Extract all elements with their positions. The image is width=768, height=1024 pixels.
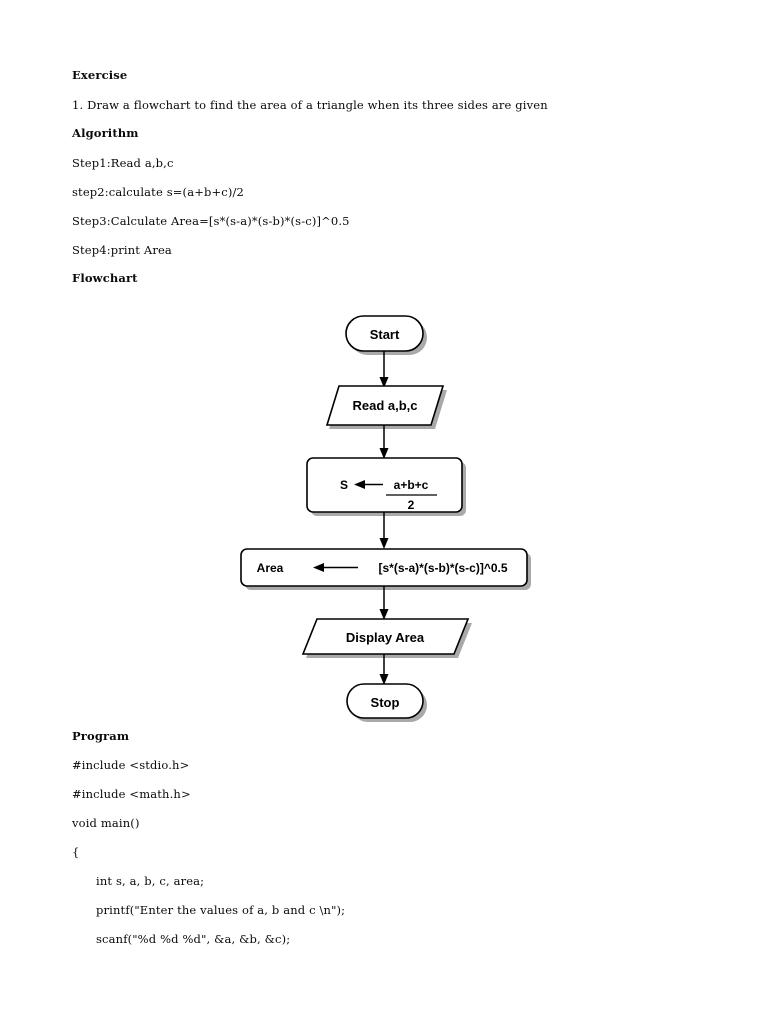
compute-s-assign-arrow-icon [354,480,383,489]
program-line-text: printf("Enter the values of a, b and c \… [96,903,346,917]
program-line-4: { [72,845,696,859]
start-node-shadow [350,320,427,355]
program-section-heading: Program [72,729,696,743]
flowchart-section-heading: Flowchart [72,271,696,285]
edge-start-to-read [379,351,389,388]
compute-s-denominator-label: 2 [408,498,415,512]
program-line-text: scanf("%d %d %d", &a, &b, &c); [96,932,291,946]
algorithm-step-text: Step3:Calculate Area=[s*(s-a)*(s-b)*(s-c… [72,214,350,228]
algorithm-step-1: Step1:Read a,b,c [72,156,696,170]
program-line-2: #include <math.h> [72,787,696,801]
program-line-7: scanf("%d %d %d", &a, &b, &c); [72,932,696,946]
flowchart-node-compute-s[interactable]: S a+b+c 2 [306,457,463,513]
compute-area-target-label: Area [257,561,284,575]
edge-read-to-compute-s [379,425,389,459]
read-node-shadow [329,390,447,429]
algorithm-step-text: step2:calculate s=(a+b+c)/2 [72,185,245,199]
compute-s-node-shape [306,457,463,513]
heading-algorithm: Algorithm [72,126,139,140]
flowchart-node-display[interactable]: Display Area [301,618,470,655]
edge-compute-area-to-display [379,586,389,620]
algorithm-step-4: Step4:print Area [72,243,696,257]
read-node-shape [325,385,445,426]
compute-s-target-label: S [340,478,348,492]
program-line-text: #include <math.h> [72,787,191,801]
heading-flowchart: Flowchart [72,271,138,285]
start-node-label: Start [370,327,400,342]
heading-program: Program [72,729,130,743]
flowchart-node-compute-area[interactable]: Area [s*(s-a)*(s-b)*(s-c)]^0.5 [240,548,528,587]
exercise-section: Exercise [72,68,696,82]
compute-area-node-shadow [245,553,531,590]
program-line-text: #include <stdio.h> [72,758,190,772]
program-line-text: { [72,845,80,859]
exercise-question: 1. Draw a flowchart to find the area of … [72,98,696,112]
program-line-5: int s, a, b, c, area; [72,874,696,888]
program-line-text: void main() [72,816,140,830]
flowchart-node-start[interactable]: Start [345,315,424,352]
start-node-shape [345,315,424,352]
edge-compute-s-to-compute-area [379,512,389,549]
display-node-shadow [306,623,472,658]
algorithm-step-3: Step3:Calculate Area=[s*(s-a)*(s-b)*(s-c… [72,214,696,228]
stop-node-label: Stop [371,695,400,710]
display-node-shape [301,618,470,655]
algorithm-step-2: step2:calculate s=(a+b+c)/2 [72,185,696,199]
algorithm-section: Algorithm [72,126,696,140]
program-line-text: int s, a, b, c, area; [96,874,205,888]
program-line-1: #include <stdio.h> [72,758,696,772]
program-line-3: void main() [72,816,696,830]
flowchart-node-read[interactable]: Read a,b,c [325,385,445,426]
compute-s-node-shadow [311,462,466,516]
stop-node-shape [346,683,424,719]
compute-area-assign-arrow-icon [313,563,358,572]
display-node-label: Display Area [346,630,425,645]
question-text: 1. Draw a flowchart to find the area of … [72,98,548,112]
program-line-6: printf("Enter the values of a, b and c \… [72,903,696,917]
flowchart-node-stop[interactable]: Stop [346,683,424,719]
read-node-label: Read a,b,c [352,398,417,413]
algorithm-step-text: Step1:Read a,b,c [72,156,174,170]
compute-area-node-shape [240,548,528,587]
algorithm-step-text: Step4:print Area [72,243,172,257]
heading-exercise: Exercise [72,68,128,82]
compute-s-numerator-label: a+b+c [394,478,429,492]
stop-node-shadow [351,688,427,722]
edge-display-to-stop [379,654,389,685]
compute-area-expression-label: [s*(s-a)*(s-b)*(s-c)]^0.5 [378,561,507,575]
